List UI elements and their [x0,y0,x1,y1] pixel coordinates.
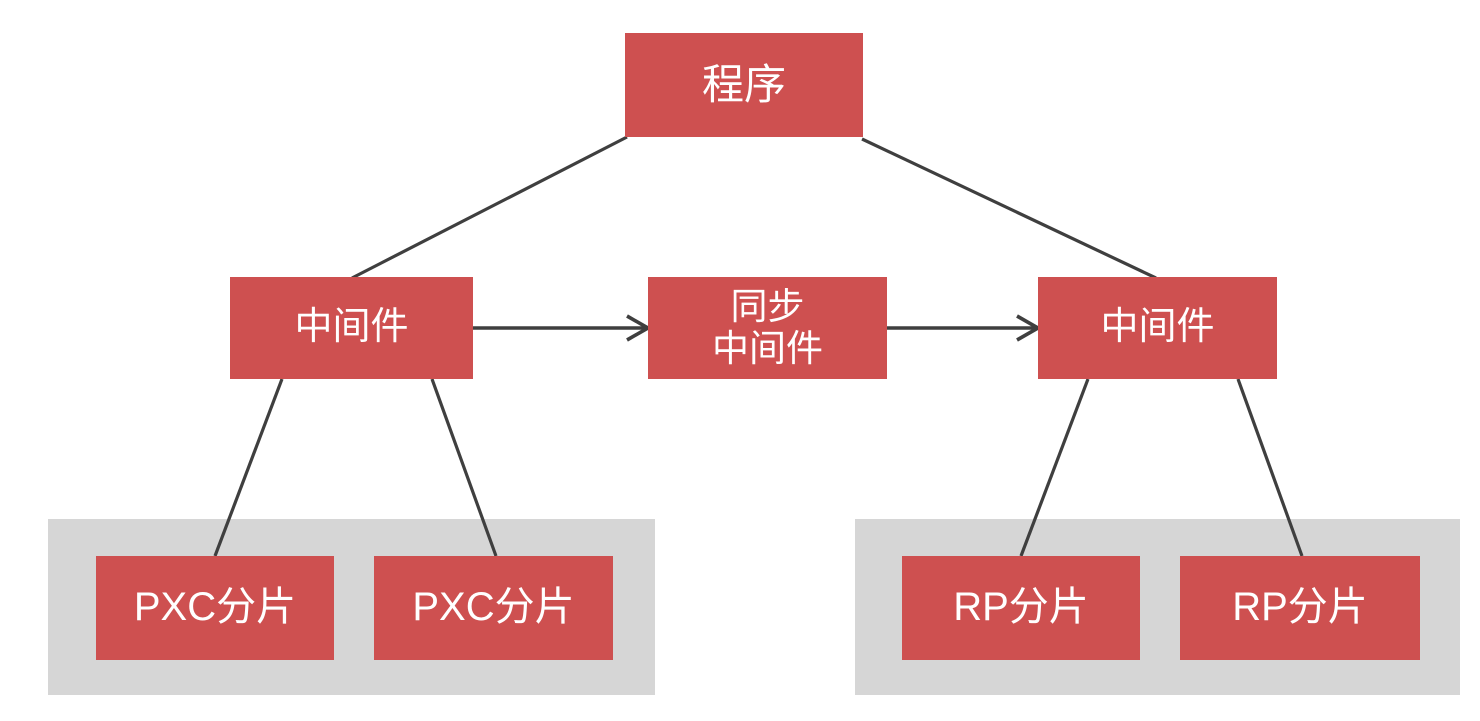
arrowhead-sync-to-middleware-right [1016,314,1042,342]
arrowhead-middleware-left-to-sync [626,314,652,342]
connector-program-to-middleware-left [351,135,628,280]
node-rp-shard-2-label: RP分片 [1232,585,1368,630]
node-rp-shard-2[interactable]: RP分片 [1180,556,1420,660]
node-pxc-shard-1-label: PXC分片 [133,585,297,630]
connector-program-to-middleware-right [861,137,1157,280]
node-sync-middleware-label-line2: 中间件 [712,328,823,369]
node-program-label: 程序 [701,61,786,109]
node-sync-middleware[interactable]: 同步 中间件 [648,277,887,379]
node-program[interactable]: 程序 [625,33,863,137]
node-middleware-left-label: 中间件 [294,306,409,349]
node-middleware-right[interactable]: 中间件 [1038,277,1277,379]
node-pxc-shard-1[interactable]: PXC分片 [96,556,334,660]
node-middleware-right-label: 中间件 [1100,306,1215,349]
node-rp-shard-1[interactable]: RP分片 [902,556,1140,660]
node-middleware-left[interactable]: 中间件 [230,277,473,379]
node-rp-shard-1-label: RP分片 [953,585,1089,630]
node-pxc-shard-2-label: PXC分片 [412,585,575,630]
node-sync-middleware-label-line1: 同步 [730,285,805,327]
node-pxc-shard-2[interactable]: PXC分片 [374,556,613,660]
